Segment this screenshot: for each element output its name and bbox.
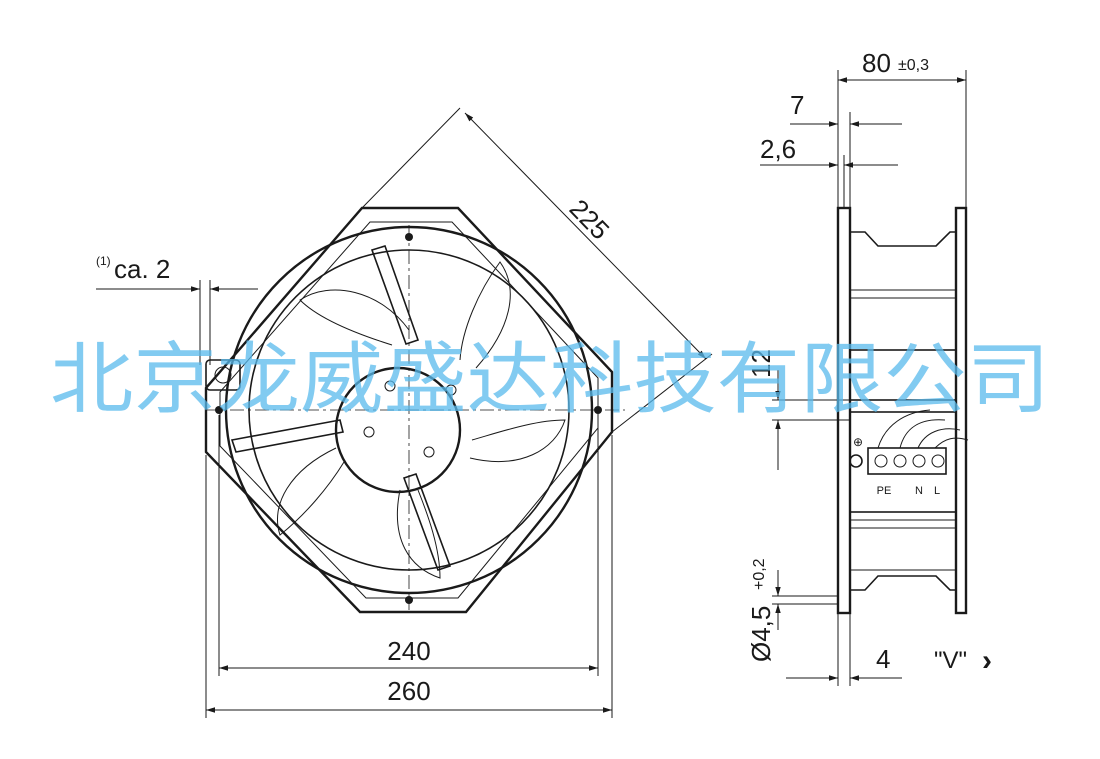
dim-depth: 80 ±0,3 xyxy=(837,48,967,208)
dim-outer-width: 260 xyxy=(205,435,613,718)
dim-depth-label: 80 xyxy=(862,48,891,78)
hub-screw-icon xyxy=(363,426,375,438)
terminal-label-n: N xyxy=(915,485,923,497)
body-ribs xyxy=(850,289,956,571)
terminal-label-l: L xyxy=(934,485,940,497)
view-arrow-icon: › xyxy=(982,644,992,677)
struts xyxy=(230,245,452,572)
rear-flange xyxy=(954,206,968,615)
dim-foot: 4 xyxy=(786,613,902,686)
side-view: ⊕ PE N L 80 ±0,3 7 2,6 xyxy=(746,48,992,686)
note-marker: (1) xyxy=(96,254,111,268)
dim-outer-width-label: 260 xyxy=(387,676,430,706)
note-clearance: (1) ca. 2 xyxy=(96,254,258,365)
company-watermark: 北京龙威盛达科技有限公司 xyxy=(50,335,1050,425)
hub-screw-icon xyxy=(384,380,396,392)
hub-screw-icon xyxy=(423,446,435,458)
dim-hole-tolerance: +0,2 xyxy=(751,558,768,590)
cable-gland-nut-icon xyxy=(214,366,232,384)
motor-hub xyxy=(334,366,462,494)
note-text: ca. 2 xyxy=(114,254,170,284)
body-top-contour xyxy=(850,231,956,247)
dim-offset: 12 xyxy=(746,349,850,470)
dim-foot-label: 4 xyxy=(876,644,890,674)
dim-plate: 2,6 xyxy=(760,134,898,208)
dim-flange: 7 xyxy=(790,90,902,208)
terminal-strip xyxy=(849,447,947,475)
hub-screw-icon xyxy=(445,384,457,396)
body-bottom-contour xyxy=(850,575,956,591)
dim-offset-label: 12 xyxy=(746,349,776,378)
terminal-box xyxy=(849,411,957,513)
dim-hole: Ø4,5 +0,2 xyxy=(746,558,838,662)
dim-depth-tolerance: ±0,3 xyxy=(898,57,929,74)
dim-inner-width-label: 240 xyxy=(387,636,430,666)
view-label: "V" xyxy=(934,647,967,674)
center-lines xyxy=(205,225,625,610)
dim-flange-label: 7 xyxy=(790,90,804,120)
dim-diagonal-label: 225 xyxy=(564,193,616,245)
terminal-label-pe: PE xyxy=(877,485,892,497)
lead-wires xyxy=(877,409,969,449)
terminal-box-cover xyxy=(849,349,957,401)
ground-icon: ⊕ xyxy=(853,435,863,449)
dim-hole-label: Ø4,5 xyxy=(746,606,776,662)
front-view: 225 (1) ca. 2 240 260 xyxy=(96,107,713,718)
dim-plate-label: 2,6 xyxy=(760,134,796,164)
dim-inner-width: 240 xyxy=(218,415,599,676)
cable-gland xyxy=(205,359,241,391)
